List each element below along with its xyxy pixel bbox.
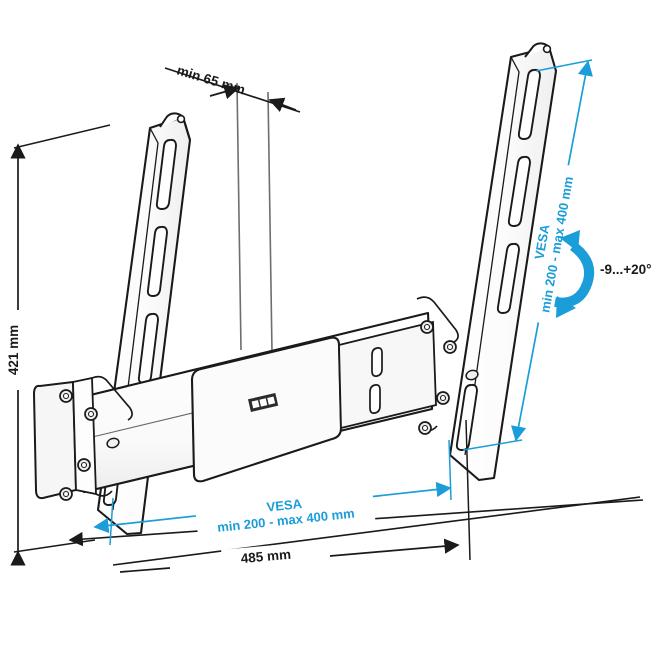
right-pivot-bracket [416, 296, 479, 435]
tilt-rotation-arrow [554, 230, 595, 318]
left-pivot-bolts [59, 389, 98, 501]
dimension-height: 421 mm [6, 124, 111, 566]
left-pivot-bracket [32, 375, 133, 501]
vesa-horizontal-dimension: VESA min 200 - max 400 mm [93, 439, 452, 546]
depth-extension-lines [236, 82, 273, 353]
vesa-horizontal-title: VESA [266, 496, 303, 515]
width-dimension-label: 485 mm [240, 547, 291, 566]
right-pivot-bolts [418, 320, 457, 435]
product-label [248, 393, 279, 412]
vesa-vertical-title: VESA [531, 223, 552, 261]
height-dimension-label: 421 mm [6, 325, 21, 375]
tilt-angle-label: -9...+20° [600, 262, 652, 277]
center-cover-plate [190, 320, 437, 483]
center-plate-slots [369, 347, 383, 414]
